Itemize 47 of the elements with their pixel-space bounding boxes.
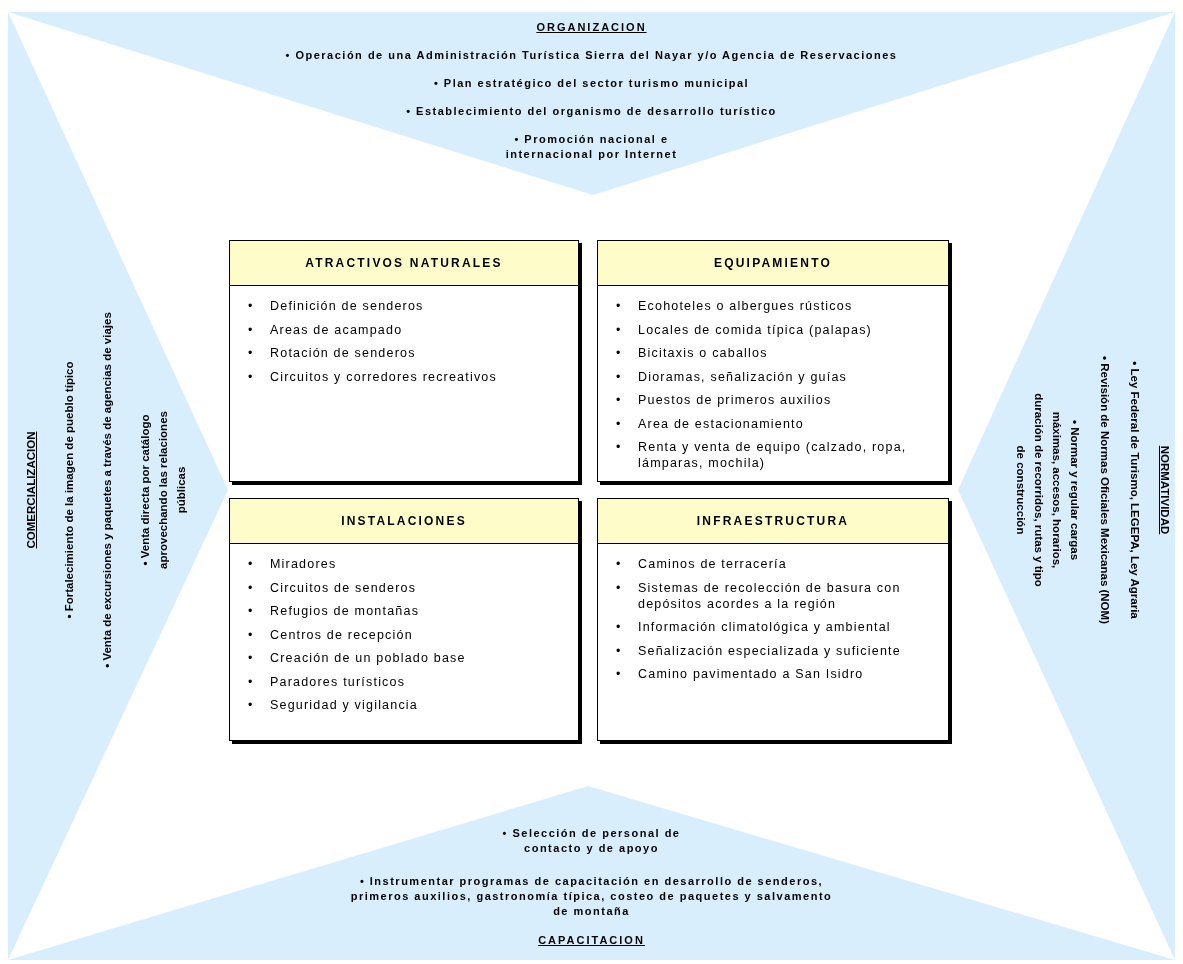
bullet-item: • Venta directa por catálogo aprovechando las relaciones públicas (138, 410, 188, 571)
bullet-item: • Selección de personal de contacto y de apoyo (501, 826, 682, 856)
category-card (229, 240, 579, 482)
bullet-item: • Información climatológica y ambiental (616, 619, 892, 635)
bullet-item: • Circuitos y corredores recreativos (248, 368, 498, 385)
bullet-item: • Refugios de montañas (248, 603, 421, 619)
bullet-item: • Ley Federal de Turismo, LEGEPA, Ley Agraria (1128, 360, 1142, 621)
bullet-item: • Caminos de terracería (616, 556, 788, 572)
bullet-item: • Señalización especializada y suficiente (616, 642, 902, 659)
bullet-item: • Normar y regular cargas máximas, accesos, horarios, duración de recorridos, rutas y tipo de construcción (1014, 392, 1082, 588)
bullet-item: • Establecimiento del organismo de desarrollo turístico (405, 104, 778, 119)
bullet-item: • Dioramas, señalización y guías (616, 368, 848, 385)
category-card (597, 498, 949, 741)
bullet-item: • Puestos de primeros auxilios (616, 392, 833, 408)
bullet-item: • Ecohoteles o albergues rústicos (616, 298, 854, 314)
bullet-item: • Revisión de Normas Oficiales Mexicanas (NOM) (1098, 355, 1112, 626)
bullet-item: • Fortalecimiento de la imagen de pueblo típico (62, 360, 76, 621)
bullet-item: • Locales de comida típica (palapas) (616, 321, 873, 338)
section-heading: ORGANIZACION (536, 20, 647, 35)
bullet-item: • Centros de recepción (248, 626, 414, 643)
category-card (597, 240, 949, 482)
card-heading: ATRACTIVOS NATURALES (230, 241, 578, 286)
bullet-item: • Creación de un poblado base (248, 650, 467, 666)
bullet-item: • Plan estratégico del sector turismo municipal (432, 76, 751, 91)
bullet-item: • Miradores (248, 556, 338, 572)
bullet-item: • Rotación de senderos (248, 345, 417, 361)
bullet-item: • Areas de acampado (248, 321, 404, 338)
bullet-item: • Renta y venta de equipo (calzado, ropa, lámparas, mochila) (616, 439, 908, 471)
bullet-item: • Venta de excursiones y paquetes a través de agencias de viajes (100, 311, 114, 670)
bullet-item: • Paradores turísticos (248, 673, 407, 690)
card-heading: EQUIPAMIENTO (598, 241, 948, 286)
bullet-item: • Operación de una Administración Turística Sierra del Nayar y/o Agencia de Reservaciones (284, 48, 899, 63)
bullet-item: • Bicitaxis o caballos (616, 345, 769, 361)
bullet-item: • Sistemas de recolección de basura con depósitos acordes a la región (616, 579, 902, 612)
category-card (229, 498, 579, 741)
bullet-item: • Definición de senderos (248, 298, 425, 314)
card-heading: INSTALACIONES (230, 499, 578, 544)
section-heading: NORMATIVIDAD (1158, 445, 1172, 535)
bullet-item: • Promoción nacional e internacional por Internet (504, 132, 679, 162)
section-heading: COMERCIALIZACION (24, 431, 38, 549)
bullet-item: • Instrumentar programas de capacitación en desarrollo de senderos, primeros auxilios, gastronomía típica, costeo de paquetes y salvamento de montaña (349, 874, 834, 919)
card-heading: INFRAESTRUCTURA (598, 499, 948, 544)
bullet-item: • Area de estacionamiento (616, 415, 805, 432)
section-heading: CAPACITACION (538, 933, 645, 948)
bullet-item: • Seguridad y vigilancia (248, 697, 419, 713)
bullet-item: • Circuitos de senderos (248, 579, 418, 596)
bullet-item: • Camino pavimentado a San Isidro (616, 666, 865, 682)
